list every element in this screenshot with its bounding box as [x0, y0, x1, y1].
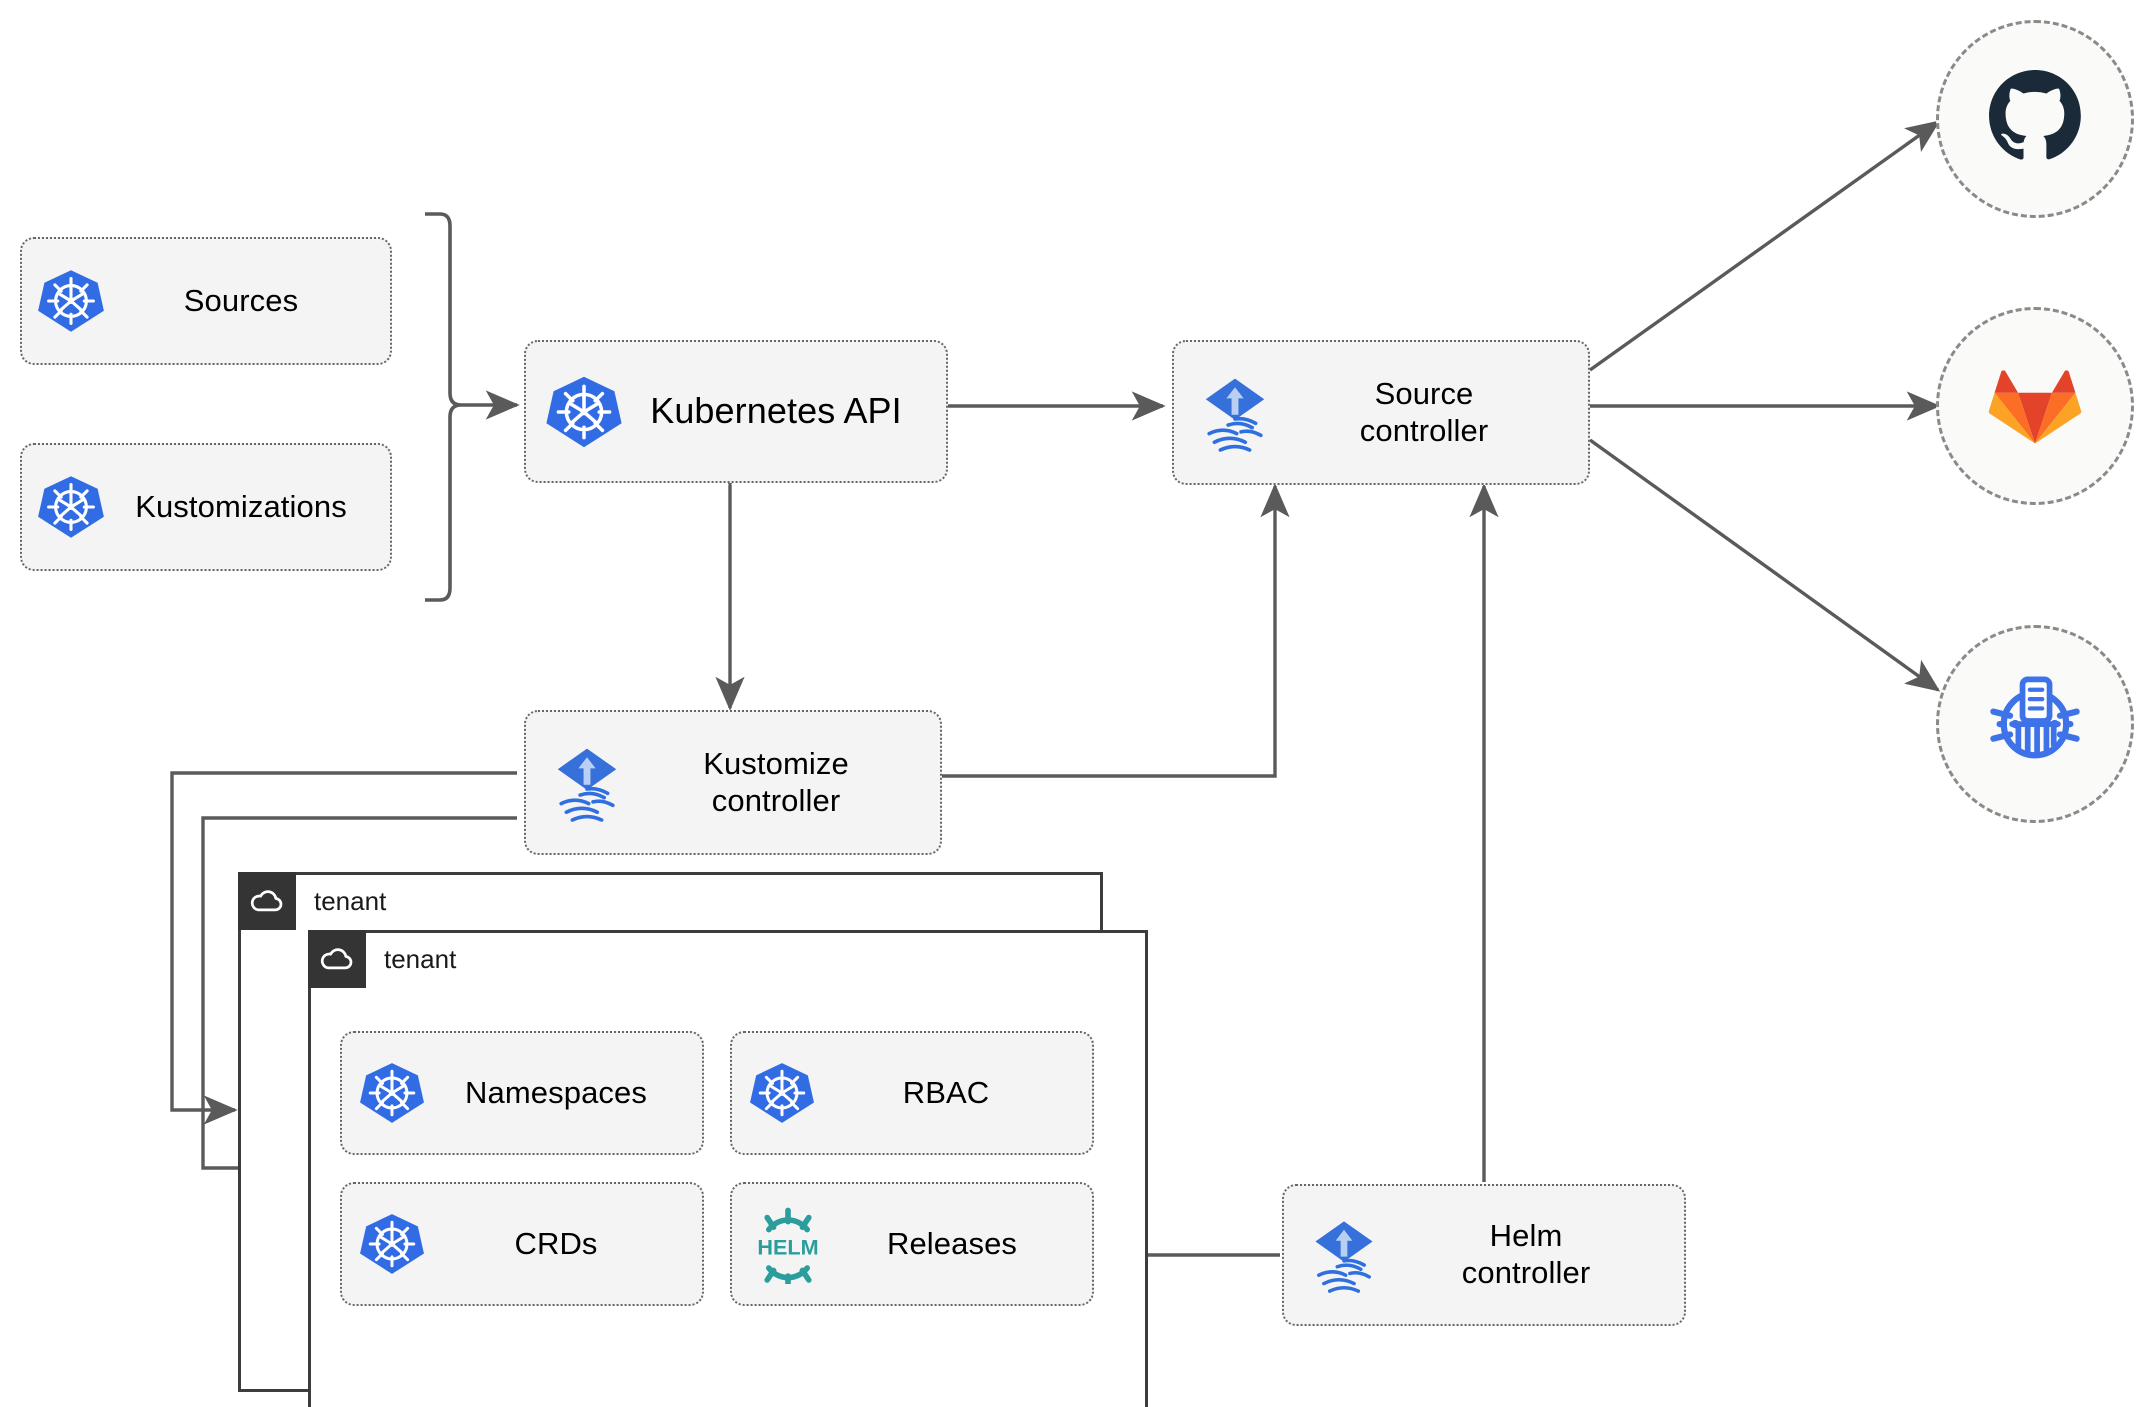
- tenant-container-front: tenant: [308, 930, 1148, 1407]
- node-namespaces[interactable]: Namespaces: [340, 1031, 704, 1155]
- flux-icon: [544, 740, 630, 826]
- node-sources[interactable]: Sources: [20, 237, 392, 365]
- node-source-controller[interactable]: Source controller: [1172, 340, 1590, 485]
- node-rbac[interactable]: RBAC: [730, 1031, 1094, 1155]
- endpoint-github[interactable]: [1936, 20, 2134, 218]
- group-bracket: [425, 212, 462, 602]
- edge-source-ctrl-helm-repo: [1589, 438, 1941, 692]
- tenant-label: tenant: [384, 943, 457, 974]
- node-label: Namespaces: [465, 1074, 647, 1110]
- node-kubernetes-api[interactable]: Kubernetes API: [524, 340, 948, 483]
- endpoint-helm-repository[interactable]: [1936, 625, 2134, 823]
- cloud-icon: [308, 930, 366, 988]
- flux-icon: [1192, 370, 1278, 456]
- node-kustomizations[interactable]: Kustomizations: [20, 443, 392, 571]
- kubernetes-icon: [358, 1059, 426, 1127]
- node-releases[interactable]: HELM Releases: [730, 1182, 1094, 1306]
- endpoint-gitlab[interactable]: [1936, 307, 2134, 505]
- node-kustomize-controller[interactable]: Kustomize controller: [524, 710, 942, 855]
- kubernetes-icon: [748, 1059, 816, 1127]
- node-label: RBAC: [902, 1074, 990, 1110]
- node-crds[interactable]: CRDs: [340, 1182, 704, 1306]
- node-label: Source controller: [1359, 375, 1489, 448]
- svg-text:HELM: HELM: [757, 1234, 818, 1259]
- edge-source-ctrl-github: [1589, 120, 1941, 372]
- github-icon: [1986, 68, 2084, 171]
- node-label: CRDs: [514, 1225, 598, 1261]
- gitlab-icon: [1988, 357, 2082, 456]
- node-label: Kustomize controller: [703, 745, 849, 818]
- cloud-icon: [238, 872, 296, 930]
- kubernetes-icon: [36, 266, 106, 336]
- node-label: Helm controller: [1461, 1218, 1591, 1290]
- node-label: Sources: [183, 282, 299, 318]
- helm-icon: HELM: [748, 1204, 828, 1284]
- edge-kustomize-ctrl-source-ctrl: [941, 483, 1290, 778]
- tenant-tab: tenant: [238, 872, 386, 930]
- kubernetes-icon: [358, 1210, 426, 1278]
- kubernetes-icon: [544, 372, 624, 452]
- node-label: Releases: [886, 1225, 1018, 1261]
- kubernetes-icon: [36, 472, 106, 542]
- node-label: Kustomizations: [135, 488, 347, 524]
- node-helm-controller[interactable]: Helm controller: [1282, 1184, 1686, 1326]
- helm-repository-icon: [1983, 670, 2087, 779]
- node-label: Kubernetes API: [650, 390, 902, 432]
- tenant-label: tenant: [314, 885, 387, 916]
- tenant-tab: tenant: [308, 930, 456, 988]
- flux-icon: [1302, 1213, 1386, 1297]
